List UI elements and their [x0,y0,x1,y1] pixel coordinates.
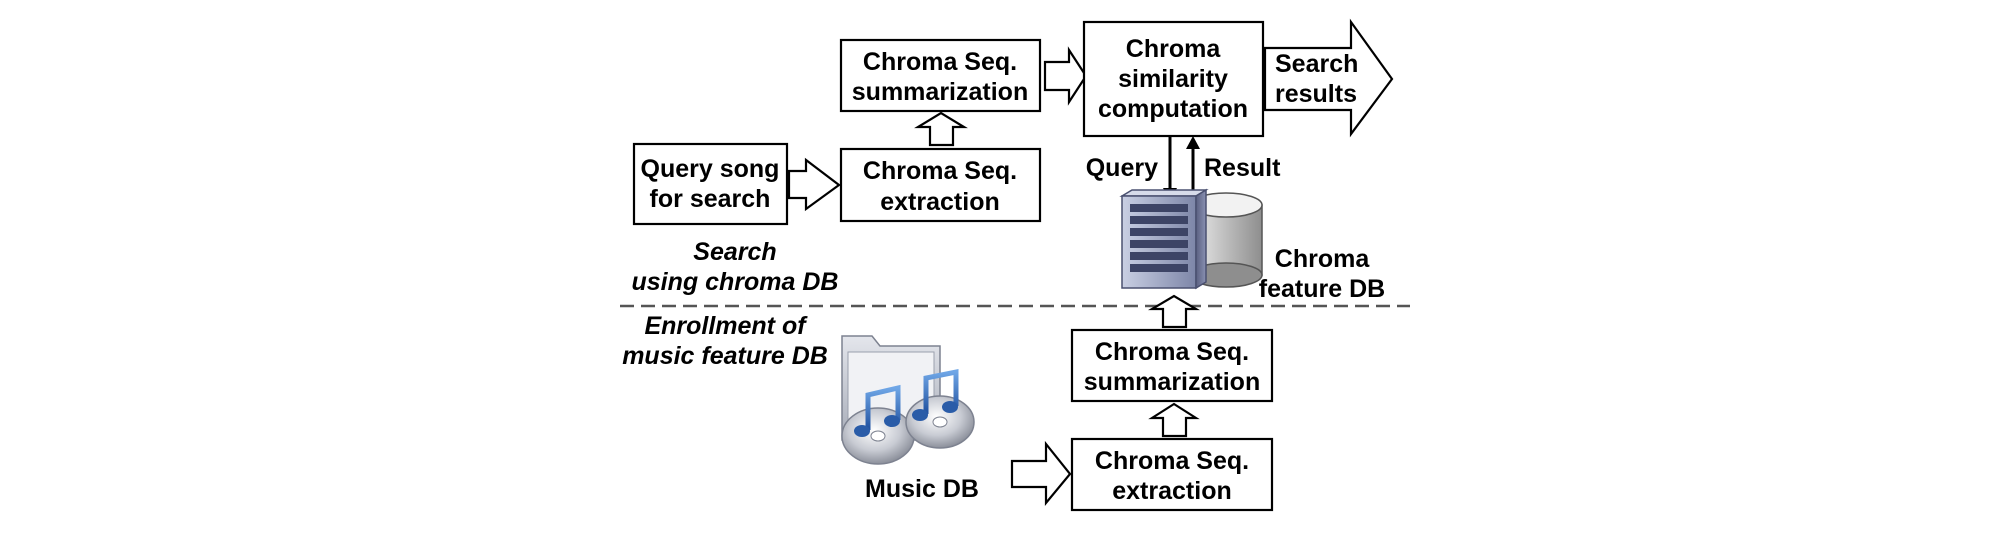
arrow-summarization-to-similarity [1043,46,1088,106]
arrow-summarization-to-feature-db [1147,294,1201,329]
music-db-label: Music DB [865,475,979,503]
search-results-line2: results [1275,80,1357,108]
search-results-line1: Search [1275,50,1358,78]
extraction-top-line2: extraction [880,188,999,216]
result-label: Result [1204,154,1281,182]
enrollment-section-line1: Enrollment of [644,312,808,340]
arrow-music-db-to-extraction [1010,440,1072,507]
query-song-box: Query song for search [632,142,789,226]
similarity-line3: computation [1098,95,1248,123]
search-results-arrow: Search results [1263,18,1394,138]
summarization-top-line1: Chroma Seq. [863,48,1017,76]
similarity-line1: Chroma [1126,35,1222,63]
summarization-bottom-line1: Chroma Seq. [1095,338,1249,366]
feature-db-line2: feature DB [1259,275,1385,303]
summarization-bottom-line2: summarization [1084,368,1260,396]
feature-db-line1: Chroma [1275,245,1371,273]
query-song-line2: for search [650,185,771,213]
query-song-line1: Query song [641,155,780,183]
enrollment-section-line2: music feature DB [622,342,828,370]
similarity-line2: similarity [1118,65,1228,93]
arrow-query-song-to-extraction [787,157,841,212]
search-section-line1: Search [693,238,776,266]
extraction-box-top: Chroma Seq. extraction [839,147,1042,223]
extraction-top-line1: Chroma Seq. [863,157,1017,185]
database-server-icon [1119,188,1263,290]
music-folder-icon [841,335,975,465]
similarity-computation-box: Chroma similarity computation [1082,20,1265,138]
extraction-bottom-line1: Chroma Seq. [1095,447,1249,475]
extraction-box-bottom: Chroma Seq. extraction [1070,437,1274,512]
query-label: Query [1086,154,1158,182]
extraction-bottom-line2: extraction [1112,477,1231,505]
arrow-extraction-to-summarization-top [914,111,968,147]
summarization-box-top: Chroma Seq. summarization [839,38,1042,113]
summarization-top-line2: summarization [852,78,1028,106]
search-section-line2: using chroma DB [632,268,839,296]
arrow-extraction-to-summarization-bottom [1148,402,1200,438]
summarization-box-bottom: Chroma Seq. summarization [1070,328,1274,403]
